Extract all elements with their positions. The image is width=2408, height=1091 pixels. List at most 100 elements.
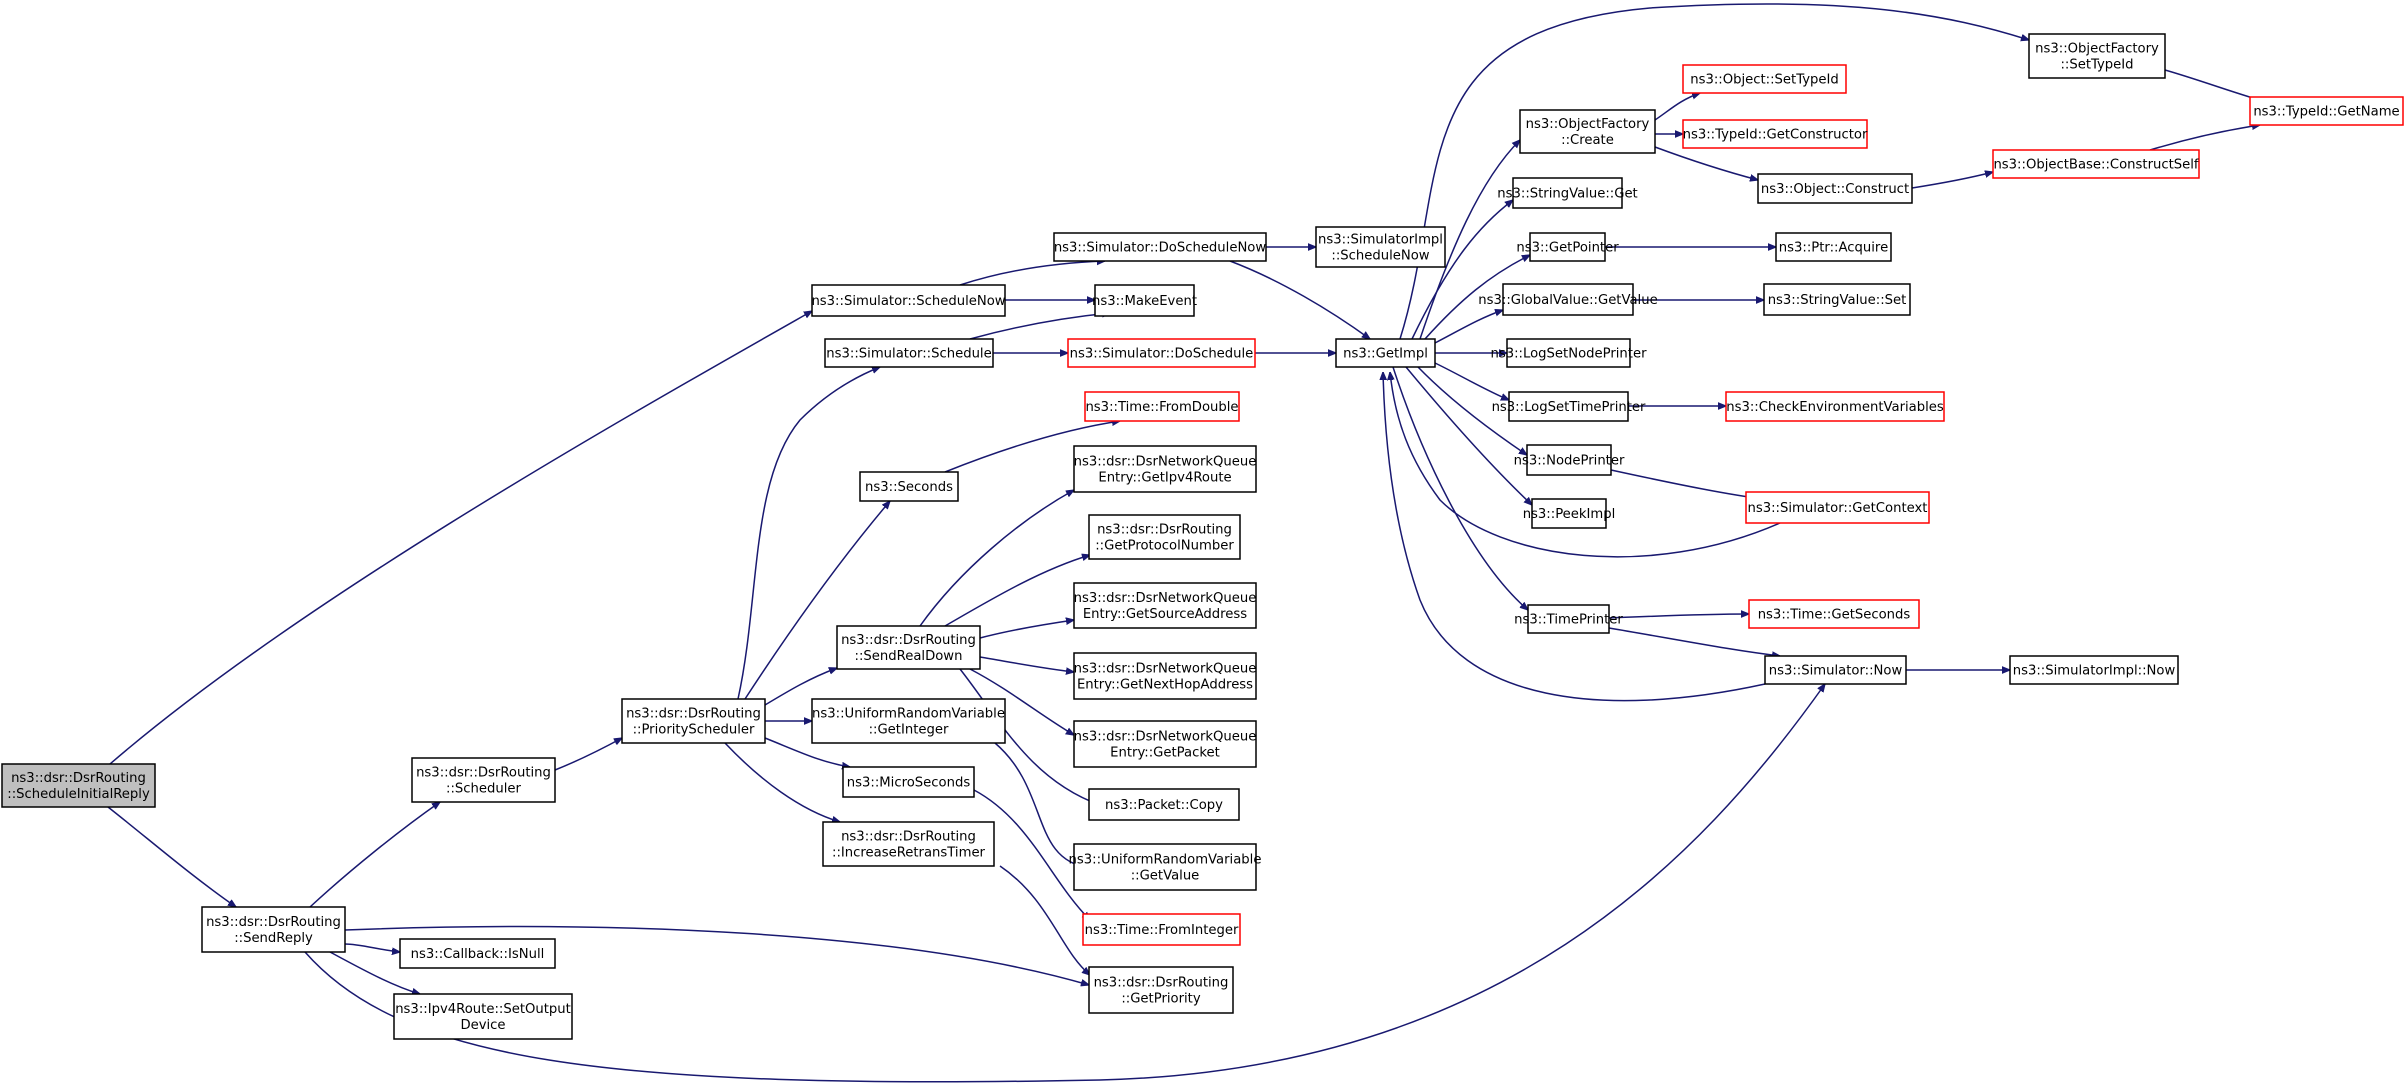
node-box[interactable] (1775, 232, 1892, 262)
node-ns3-dsr-dsrrouting-sendrealdown[interactable]: ns3::dsr::DsrRouting::SendRealDown (836, 625, 981, 670)
node-box[interactable] (1088, 966, 1234, 1014)
node-ns3-simulator-doschedulenow[interactable]: ns3::Simulator::DoScheduleNow (1053, 232, 1267, 262)
node-box[interactable] (1725, 391, 1945, 422)
node-ns3-uniformrandomvariable-getvalue[interactable]: ns3::UniformRandomVariable::GetValue (1069, 843, 1262, 891)
node-box[interactable] (1073, 652, 1257, 700)
node-ns3-simulatorimpl-schedulenow[interactable]: ns3::SimulatorImpl::ScheduleNow (1315, 226, 1446, 268)
node-ns3-logsettimeprinter[interactable]: ns3::LogSetTimePrinter (1492, 391, 1646, 422)
node-ns3-time-fromdouble[interactable]: ns3::Time::FromDouble (1084, 391, 1240, 422)
node-ns3-timeprinter[interactable]: ns3::TimePrinter (1514, 604, 1623, 634)
node-ns3-uniformrandomvariable-getinteger[interactable]: ns3::UniformRandomVariable::GetInteger (811, 698, 1006, 744)
node-box[interactable] (1506, 338, 1631, 368)
node-box[interactable] (1757, 173, 1913, 204)
node-ns3-stringvalue-get[interactable]: ns3::StringValue::Get (1497, 177, 1638, 209)
node-ns3-typeid-getname[interactable]: ns3::TypeId::GetName (2249, 96, 2404, 126)
node-ns3-simulator-now[interactable]: ns3::Simulator::Now (1764, 655, 1907, 685)
node-box[interactable] (1073, 445, 1257, 493)
node-box[interactable] (1073, 843, 1257, 891)
node-box[interactable] (1082, 913, 1241, 946)
node-box[interactable] (1992, 149, 2200, 179)
node-box[interactable] (1, 763, 156, 808)
node-ns3-ptr-acquire[interactable]: ns3::Ptr::Acquire (1775, 232, 1892, 262)
node-box[interactable] (824, 338, 994, 368)
node-box[interactable] (2249, 96, 2404, 126)
node-ns3-dsr-dsrrouting-increaseretranstimer[interactable]: ns3::dsr::DsrRouting::IncreaseRetransTim… (822, 821, 995, 867)
node-box[interactable] (859, 471, 959, 502)
node-box[interactable] (621, 698, 766, 744)
node-ns3-stringvalue-set[interactable]: ns3::StringValue::Set (1763, 283, 1911, 316)
node-ns3-typeid-getconstructor[interactable]: ns3::TypeId::GetConstructor (1682, 119, 1868, 149)
node-ns3-time-frominteger[interactable]: ns3::Time::FromInteger (1082, 913, 1241, 946)
node-ns3-objectfactory-settypeid[interactable]: ns3::ObjectFactory::SetTypeId (2028, 33, 2166, 79)
node-box[interactable] (1682, 64, 1847, 94)
node-box[interactable] (1519, 109, 1656, 154)
node-ns3-makeevent[interactable]: ns3::MakeEvent (1092, 284, 1197, 317)
node-ns3-time-getseconds[interactable]: ns3::Time::GetSeconds (1748, 599, 1920, 629)
node-box[interactable] (811, 698, 1006, 744)
node-ns3-simulatorimpl-now[interactable]: ns3::SimulatorImpl::Now (2009, 655, 2179, 685)
node-ns3-getpointer[interactable]: ns3::GetPointer (1516, 232, 1619, 262)
node-box[interactable] (1502, 283, 1634, 316)
node-ns3-microseconds[interactable]: ns3::MicroSeconds (842, 766, 975, 798)
node-box[interactable] (1053, 232, 1267, 262)
node-ns3-seconds[interactable]: ns3::Seconds (859, 471, 959, 502)
node-box[interactable] (393, 993, 573, 1040)
node-ns3-simulator-doschedule[interactable]: ns3::Simulator::DoSchedule (1067, 338, 1256, 368)
node-ns3-dsr-dsrnetworkqueue-entry-getipv4route[interactable]: ns3::dsr::DsrNetworkQueueEntry::GetIpv4R… (1073, 445, 1257, 493)
node-box[interactable] (1682, 119, 1868, 149)
node-ns3-getimpl[interactable]: ns3::GetImpl (1335, 338, 1436, 368)
node-box[interactable] (842, 766, 975, 798)
node-box[interactable] (1073, 720, 1257, 768)
node-box[interactable] (1315, 226, 1446, 268)
node-box[interactable] (1527, 604, 1610, 634)
node-ns3-logsetnodeprinter[interactable]: ns3::LogSetNodePrinter (1490, 338, 1647, 368)
node-box[interactable] (836, 625, 981, 670)
node-ns3-packet-copy[interactable]: ns3::Packet::Copy (1088, 788, 1240, 821)
node-box[interactable] (1531, 498, 1607, 529)
node-ns3-dsr-dsrrouting-scheduleinitialreply[interactable]: ns3::dsr::DsrRouting::ScheduleInitialRep… (1, 763, 156, 808)
node-box[interactable] (822, 821, 995, 867)
node-ns3-dsr-dsrnetworkqueue-entry-getsourceaddress[interactable]: ns3::dsr::DsrNetworkQueueEntry::GetSourc… (1073, 582, 1257, 629)
node-ns3-dsr-dsrrouting-sendreply[interactable]: ns3::dsr::DsrRouting::SendReply (201, 906, 346, 953)
node-ns3-objectfactory-create[interactable]: ns3::ObjectFactory::Create (1519, 109, 1656, 154)
node-ns3-nodeprinter[interactable]: ns3::NodePrinter (1514, 444, 1625, 476)
node-box[interactable] (1094, 284, 1195, 317)
node-ns3-simulator-schedulenow[interactable]: ns3::Simulator::ScheduleNow (811, 284, 1006, 317)
node-box[interactable] (1088, 788, 1240, 821)
node-ns3-dsr-dsrrouting-getpriority[interactable]: ns3::dsr::DsrRouting::GetPriority (1088, 966, 1234, 1014)
node-box[interactable] (411, 757, 556, 803)
node-ns3-dsr-dsrrouting-getprotocolnumber[interactable]: ns3::dsr::DsrRouting::GetProtocolNumber (1088, 514, 1241, 560)
node-box[interactable] (1067, 338, 1256, 368)
node-box[interactable] (1529, 232, 1606, 262)
node-ns3-object-construct[interactable]: ns3::Object::Construct (1757, 173, 1913, 204)
node-ns3-simulator-getcontext[interactable]: ns3::Simulator::GetContext (1745, 491, 1930, 524)
node-box[interactable] (1335, 338, 1436, 368)
node-box[interactable] (1084, 391, 1240, 422)
node-ns3-dsr-dsrrouting-priorityscheduler[interactable]: ns3::dsr::DsrRouting::PriorityScheduler (621, 698, 766, 744)
node-box[interactable] (1764, 655, 1907, 685)
node-box[interactable] (1745, 491, 1930, 524)
node-ns3-object-settypeid[interactable]: ns3::Object::SetTypeId (1682, 64, 1847, 94)
node-box[interactable] (2009, 655, 2179, 685)
node-box[interactable] (201, 906, 346, 953)
node-ns3-peekimpl[interactable]: ns3::PeekImpl (1523, 498, 1616, 529)
node-ns3-checkenvironmentvariables[interactable]: ns3::CheckEnvironmentVariables (1725, 391, 1945, 422)
node-box[interactable] (1748, 599, 1920, 629)
node-ns3-dsr-dsrnetworkqueue-entry-getnexthopaddress[interactable]: ns3::dsr::DsrNetworkQueueEntry::GetNextH… (1073, 652, 1257, 700)
node-box[interactable] (1512, 177, 1623, 209)
node-box[interactable] (1073, 582, 1257, 629)
node-ns3-globalvalue-getvalue[interactable]: ns3::GlobalValue::GetValue (1478, 283, 1658, 316)
node-ns3-simulator-schedule[interactable]: ns3::Simulator::Schedule (824, 338, 994, 368)
node-box[interactable] (1763, 283, 1911, 316)
node-box[interactable] (2028, 33, 2166, 79)
node-ns3-objectbase-constructself[interactable]: ns3::ObjectBase::ConstructSelf (1992, 149, 2200, 179)
node-box[interactable] (399, 938, 556, 969)
node-box[interactable] (811, 284, 1006, 317)
node-box[interactable] (1088, 514, 1241, 560)
node-ns3-dsr-dsrrouting-scheduler[interactable]: ns3::dsr::DsrRouting::Scheduler (411, 757, 556, 803)
node-box[interactable] (1508, 391, 1629, 422)
node-box[interactable] (1526, 444, 1612, 476)
node-ns3-callback-isnull[interactable]: ns3::Callback::IsNull (399, 938, 556, 969)
node-ns3-dsr-dsrnetworkqueue-entry-getpacket[interactable]: ns3::dsr::DsrNetworkQueueEntry::GetPacke… (1073, 720, 1257, 768)
